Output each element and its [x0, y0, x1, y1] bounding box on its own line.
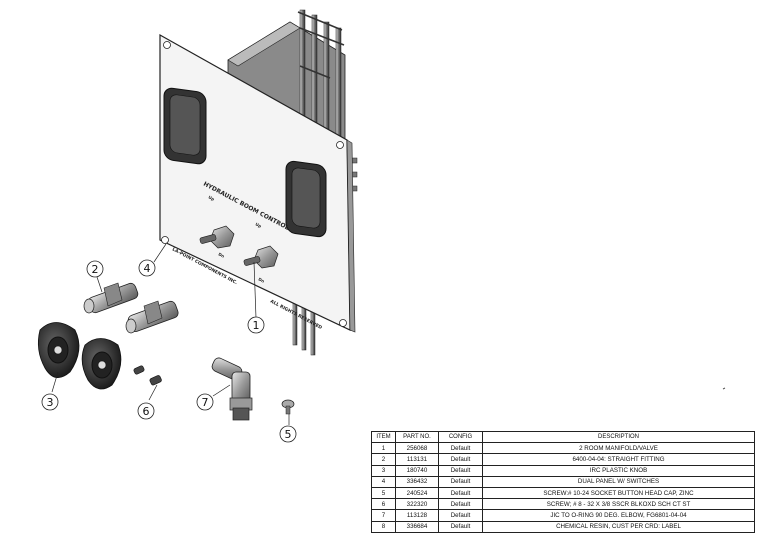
balloon-item-3: 3 [41, 393, 59, 411]
mount-hole [339, 319, 347, 327]
plate-label-down-right: Dn [258, 276, 266, 283]
plastic-knob-1 [37, 322, 80, 378]
bom-item-cell: 5 [371, 486, 396, 500]
bom-config-cell: Default [438, 442, 483, 455]
bom-part-no-cell: 256068 [395, 442, 439, 455]
balloon-item-6: 6 [137, 402, 155, 420]
stray-mark [722, 387, 726, 390]
bom-item-cell: 4 [371, 475, 396, 488]
bom-part-no-cell: 113131 [395, 453, 439, 466]
header-description: DESCRIPTION [482, 430, 755, 444]
bom-part-no-cell: 113128 [395, 509, 439, 522]
mount-hole [336, 141, 344, 149]
set-screw-1 [133, 365, 145, 375]
bom-part-no-cell: 180740 [395, 464, 439, 477]
svg-text:3: 3 [47, 396, 54, 409]
balloon-item-4: 4 [138, 259, 156, 277]
plastic-knob-2 [81, 338, 122, 390]
bom-part-no-cell: 336684 [395, 520, 439, 533]
bom-item-cell: 6 [371, 498, 396, 511]
svg-text:2: 2 [92, 263, 99, 276]
bom-part-no-cell: 240524 [395, 486, 439, 500]
toggle-switch-right [243, 245, 279, 269]
dual-panel-plate: HYDRAULIC BOOM CONTROL Up Up Dn Dn LA-PO… [159, 33, 356, 333]
bom-description-cell: DUAL PANEL W/ SWITCHES [482, 475, 755, 488]
header-config: CONFIG [438, 430, 483, 444]
bom-description-cell: SCREW; # 8 - 32 X 3/8 SSCR BLKOXD SCH CT… [482, 498, 755, 511]
bom-config-cell: Default [438, 464, 483, 477]
bom-item-cell: 2 [371, 453, 396, 466]
bom-config-cell: Default [438, 486, 483, 500]
mount-hole [161, 236, 169, 244]
bom-description-cell: SCREW:# 10-24 SOCKET BUTTON HEAD CAP, ZI… [482, 486, 755, 500]
bom-config-cell: Default [438, 509, 483, 522]
bom-description-cell: CHEMICAL RESIN, CUST PER CRD: LABEL [482, 520, 755, 533]
bom-item-cell: 3 [371, 464, 396, 477]
rocker-switch-right [285, 160, 327, 238]
svg-text:6: 6 [143, 405, 150, 418]
bom-description-cell: JIC TO O-RING 90 DEG. ELBOW, FG6801-04-0… [482, 509, 755, 522]
header-item: ITEM [371, 430, 396, 444]
plate-label-up-right: Up [255, 221, 263, 228]
elbow-fitting [211, 357, 253, 421]
balloon-item-7: 7 [196, 393, 214, 411]
rocker-switch-left [163, 87, 207, 165]
bom-item-cell: 8 [371, 520, 396, 533]
header-part-no: PART NO. [395, 430, 439, 444]
set-screw-2 [149, 375, 162, 386]
svg-text:4: 4 [144, 262, 151, 275]
bom-description-cell: 6400-04-04: STRAIGHT FITTING [482, 453, 755, 466]
bom-item-cell: 7 [371, 509, 396, 522]
svg-text:7: 7 [202, 396, 209, 409]
bom-description-cell: IRC PLASTIC KNOB [482, 464, 755, 477]
svg-text:1: 1 [253, 319, 260, 332]
bom-config-cell: Default [438, 453, 483, 466]
balloon-item-5: 5 [279, 425, 297, 443]
leader-lines [51, 243, 290, 425]
bom-config-cell: Default [438, 498, 483, 511]
plate-label-up-left: Up [208, 194, 216, 201]
bom-description-cell: 2 ROOM MANIFOLD/VALVE [482, 442, 755, 455]
mount-hole [163, 41, 171, 49]
bom-item-cell: 1 [371, 442, 396, 455]
svg-text:5: 5 [285, 428, 292, 441]
bom-header-row: ITEM PART NO. CONFIG DESCRIPTION [371, 430, 755, 444]
toggle-switch-left [199, 225, 235, 249]
bom-part-no-cell: 322320 [395, 498, 439, 511]
button-head-screw [281, 399, 295, 415]
balloon-item-2: 2 [86, 260, 104, 278]
balloon-item-1: 1 [247, 316, 265, 334]
straight-fitting-2 [125, 300, 179, 334]
straight-fitting-1 [83, 282, 139, 314]
bom-part-no-cell: 336432 [395, 475, 439, 488]
bom-config-cell: Default [438, 475, 483, 488]
plate-label-down-left: Dn [218, 251, 226, 258]
bom-config-cell: Default [438, 520, 483, 533]
